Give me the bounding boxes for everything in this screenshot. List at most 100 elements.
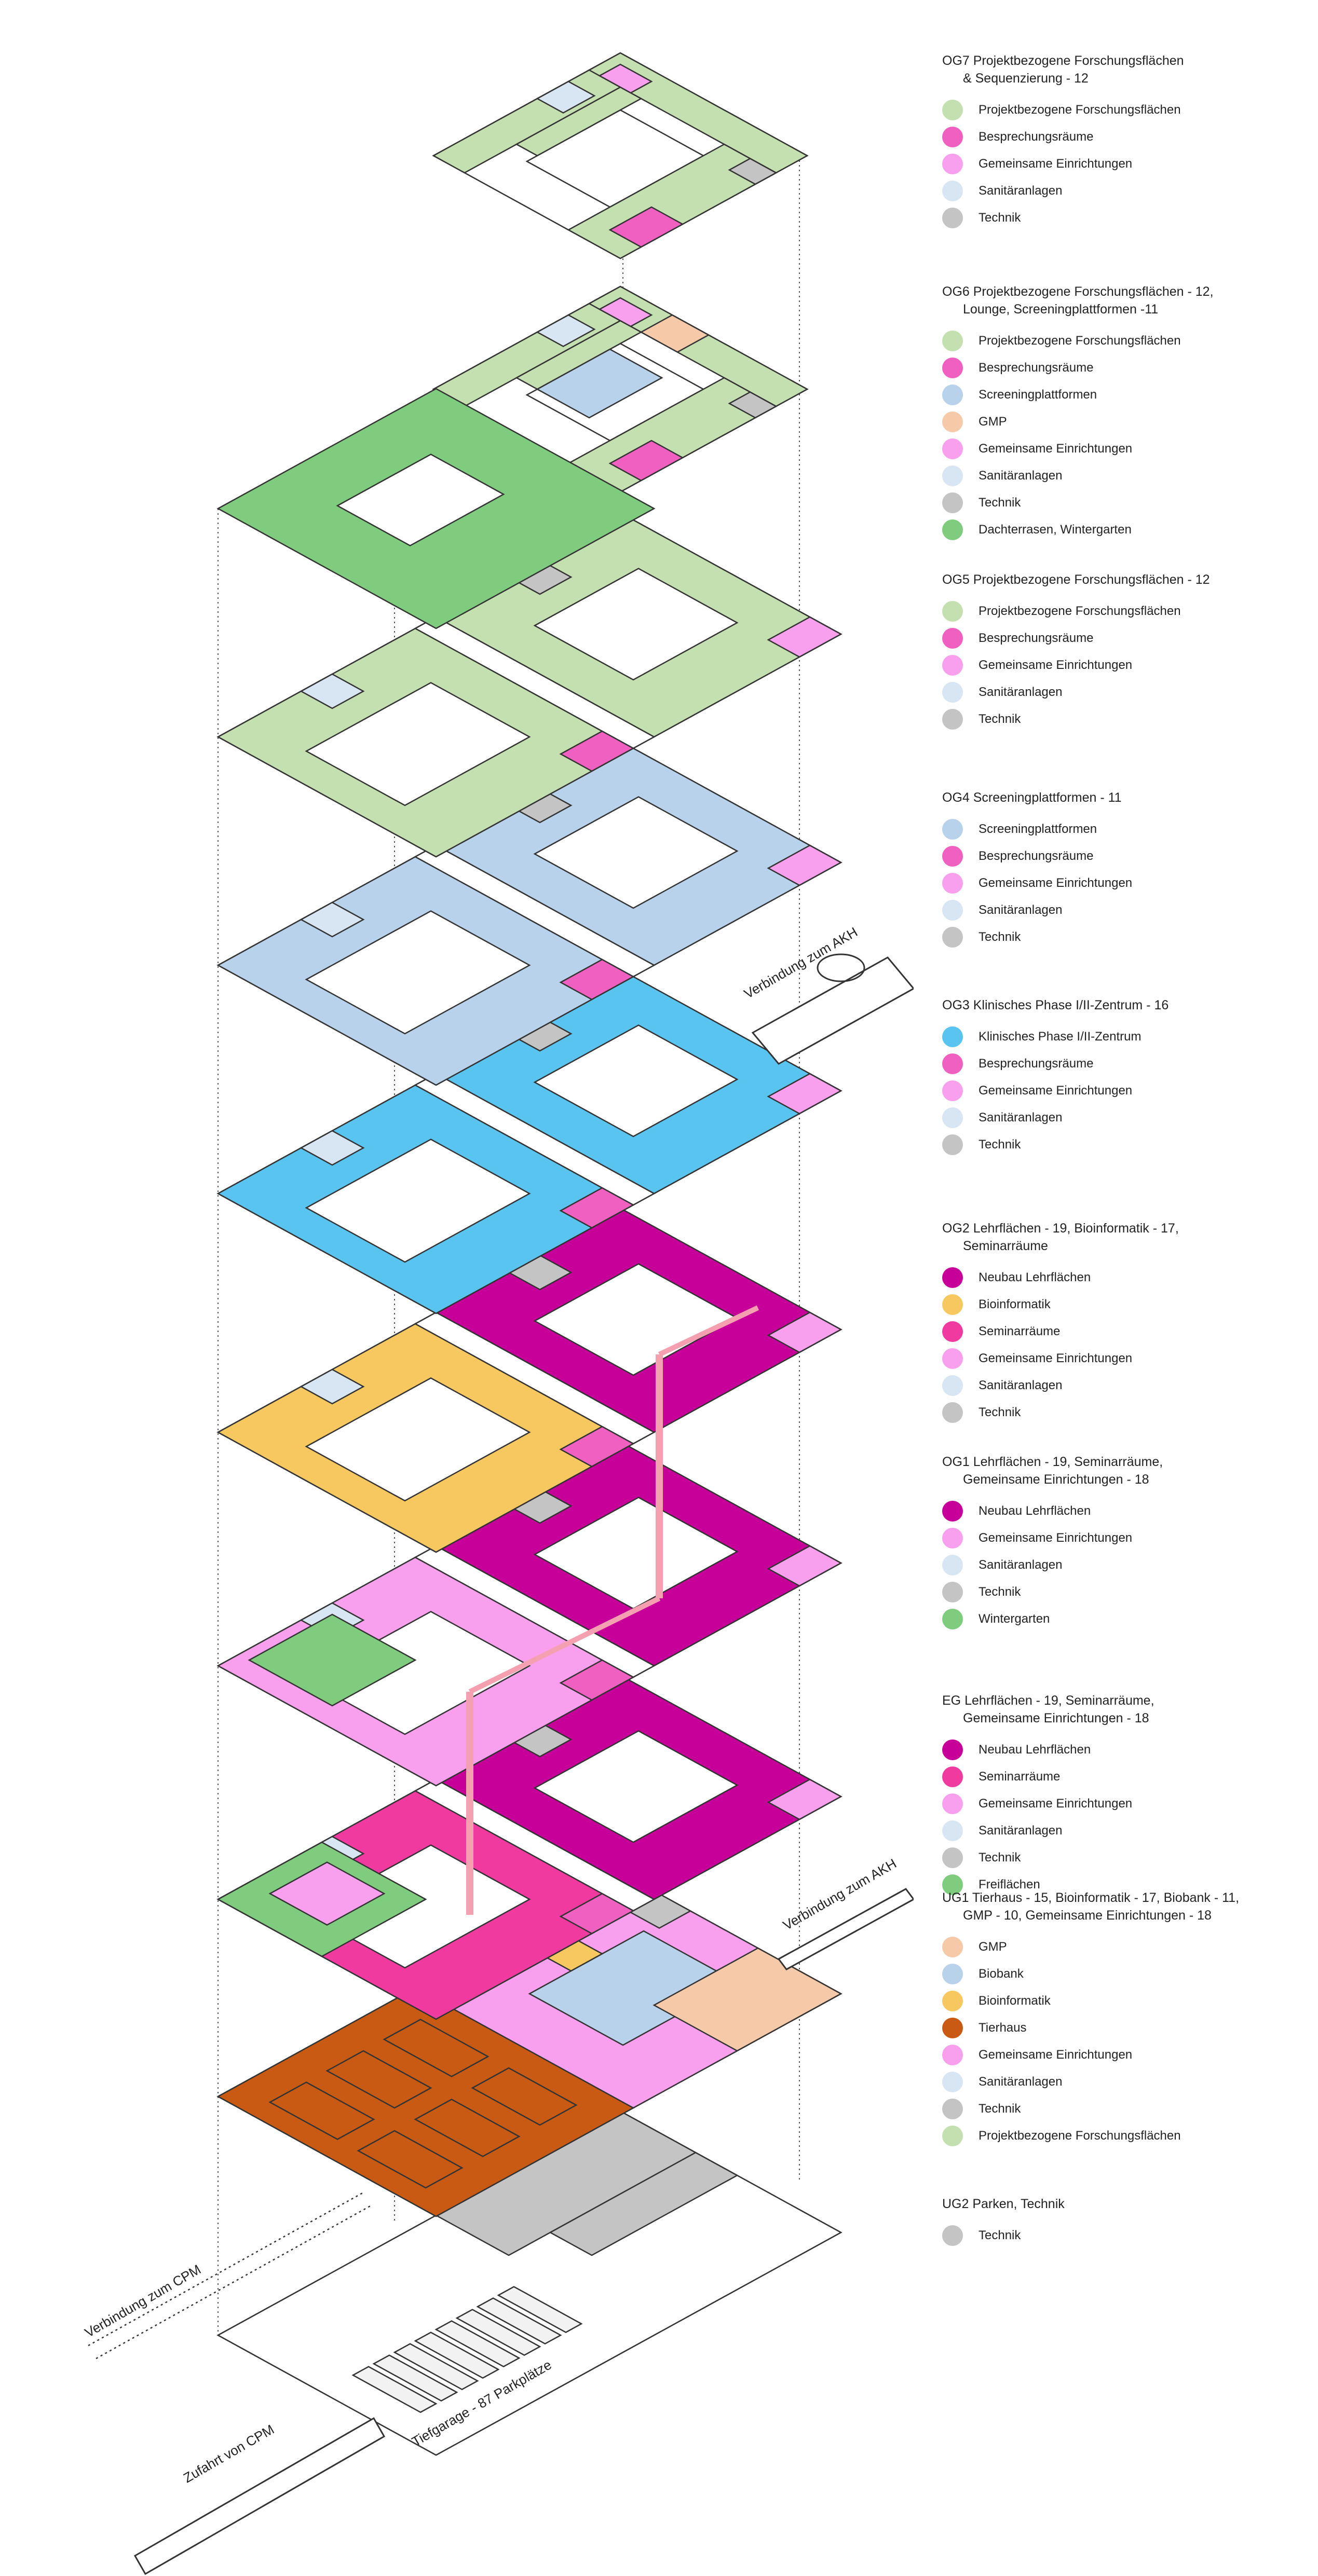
legend-item: Besprechungsräume bbox=[942, 1050, 1306, 1077]
legend-label: Besprechungsräume bbox=[979, 849, 1094, 863]
roof-opening bbox=[336, 454, 505, 546]
zone-technik bbox=[728, 391, 778, 419]
legend-label: GMP bbox=[979, 415, 1007, 429]
legend-swatch bbox=[942, 1080, 963, 1101]
floor-og2 bbox=[216, 1209, 843, 1553]
zone-screening bbox=[536, 348, 663, 419]
legend-item: Besprechungsräume bbox=[942, 124, 1306, 150]
legend-label: Gemeinsame Einrichtungen bbox=[979, 876, 1133, 890]
legend-swatch bbox=[942, 873, 963, 894]
legend-swatch bbox=[942, 1134, 963, 1155]
courtyard-left bbox=[305, 1611, 531, 1735]
legend-swatch bbox=[942, 412, 963, 432]
legend-label: Sanitäranlagen bbox=[979, 469, 1063, 483]
legend-block-4: OG3 Klinisches Phase I/II-Zentrum - 16 Kl… bbox=[942, 996, 1306, 1158]
courtyard-right bbox=[533, 796, 739, 909]
legend-swatch bbox=[942, 385, 963, 405]
legend-label: Sanitäranlagen bbox=[979, 1824, 1063, 1838]
corridor bbox=[414, 1311, 656, 1445]
legend-floor-title-line2: GMP - 10, Gemeinsame Einrichtungen - 18 bbox=[963, 1908, 1212, 1923]
vertical-circulation-bar-4 bbox=[658, 1305, 759, 1357]
legend-swatch bbox=[942, 2225, 963, 2246]
legend-block-1: OG6 Projektbezogene Forschungsflächen - … bbox=[942, 283, 1306, 543]
legend-label: Wintergarten bbox=[979, 1612, 1050, 1626]
legend-label: Projektbezogene Forschungsflächen bbox=[979, 2129, 1181, 2143]
legend-item: Sanitäranlagen bbox=[942, 462, 1306, 489]
legend-label: Sanitäranlagen bbox=[979, 1111, 1063, 1125]
zone-wintergarten bbox=[248, 1613, 417, 1707]
legend-floor-title: OG2 Lehrflächen - 19, Bioinformatik - 17… bbox=[942, 1220, 1306, 1255]
courtyard-left bbox=[305, 910, 531, 1035]
parking-stall bbox=[351, 2366, 438, 2413]
zufahrt-label: Zufahrt von CPM bbox=[181, 2421, 277, 2486]
legend-label: Technik bbox=[979, 2102, 1021, 2116]
legend-label: Neubau Lehrflächen bbox=[979, 1504, 1091, 1518]
legend-floor-title: OG5 Projektbezogene Forschungsflächen - … bbox=[942, 571, 1306, 588]
legend-floor-title: OG4 Screeningplattformen - 11 bbox=[942, 789, 1306, 806]
legend-swatch bbox=[942, 1501, 963, 1522]
legend-swatch bbox=[942, 1107, 963, 1128]
legend-item: Gemeinsame Einrichtungen bbox=[942, 435, 1306, 462]
legend-label: Neubau Lehrflächen bbox=[979, 1270, 1091, 1284]
legend-swatch bbox=[942, 2099, 963, 2119]
legend-item: Besprechungsräume bbox=[942, 354, 1306, 381]
legend-label: Freiflächen bbox=[979, 1878, 1040, 1892]
legend-swatch bbox=[942, 1847, 963, 1868]
zone-sanitary bbox=[300, 1130, 365, 1166]
legend-floor-title-line1: OG3 Klinisches Phase I/II-Zentrum - 16 bbox=[942, 998, 1169, 1012]
legend-item: GMP bbox=[942, 408, 1306, 435]
legend-swatch bbox=[942, 1294, 963, 1315]
legend-item: Seminarräume bbox=[942, 1763, 1306, 1790]
legend-swatch bbox=[942, 2045, 963, 2065]
legend-item: Bioinformatik bbox=[942, 1291, 1306, 1318]
legend-swatch bbox=[942, 1555, 963, 1575]
legend-swatch bbox=[942, 331, 963, 351]
legend-item: Technik bbox=[942, 1131, 1306, 1158]
legend-swatch bbox=[942, 1991, 963, 2011]
legend-swatch bbox=[942, 100, 963, 120]
akh-lower-label: Verbindung zum AKH bbox=[780, 1856, 899, 1934]
legend-label: Technik bbox=[979, 1851, 1021, 1865]
legend-swatch bbox=[942, 1937, 963, 1957]
courtyard-left bbox=[305, 1377, 531, 1502]
parking-stall bbox=[497, 2286, 583, 2333]
legend-floor-title-line1: OG6 Projektbezogene Forschungsflächen - … bbox=[942, 284, 1214, 299]
zone-meeting bbox=[559, 1659, 635, 1701]
legend-swatch bbox=[942, 358, 963, 378]
access-ramp bbox=[133, 2417, 386, 2575]
legend-label: Gemeinsame Einrichtungen bbox=[979, 1531, 1133, 1545]
legend-label: Klinisches Phase I/II-Zentrum bbox=[979, 1030, 1142, 1044]
zone-sanitary bbox=[300, 1368, 365, 1405]
legend-swatch bbox=[942, 1874, 963, 1895]
legend-swatch bbox=[942, 682, 963, 703]
legend-label: Screeningplattformen bbox=[979, 388, 1097, 402]
legend-swatch bbox=[942, 439, 963, 459]
zone-meeting bbox=[559, 1893, 635, 1935]
legend-swatch bbox=[942, 1375, 963, 1396]
legend-label: Technik bbox=[979, 712, 1021, 726]
legend-label: GMP bbox=[979, 1940, 1007, 1954]
legend-label: Neubau Lehrflächen bbox=[979, 1743, 1091, 1757]
zone-common bbox=[598, 63, 653, 94]
cpm-connection-line-1 bbox=[88, 2191, 364, 2347]
floor-plates bbox=[216, 52, 843, 2456]
legend-label: Gemeinsame Einrichtungen bbox=[979, 1084, 1133, 1098]
floor-og7 bbox=[432, 52, 809, 259]
legend-item: Technik bbox=[942, 2095, 1306, 2122]
legend-label: Seminarräume bbox=[979, 1770, 1061, 1784]
legend-item: Neubau Lehrflächen bbox=[942, 1498, 1306, 1525]
legend-swatch bbox=[942, 519, 963, 540]
zone-technik bbox=[549, 2152, 739, 2256]
legend-floor-title: OG1 Lehrflächen - 19, Seminarräume,Gemei… bbox=[942, 1453, 1306, 1488]
legend-label: Technik bbox=[979, 1405, 1021, 1419]
courtyard-right bbox=[533, 1497, 739, 1610]
legend-swatch bbox=[942, 601, 963, 622]
legend-swatch bbox=[942, 927, 963, 948]
legend-item: Sanitäranlagen bbox=[942, 1104, 1306, 1131]
tierhaus-room bbox=[414, 2099, 521, 2157]
legend-label: Sanitäranlagen bbox=[979, 1558, 1063, 1572]
zone-sanitary bbox=[300, 901, 365, 938]
legend-swatch bbox=[942, 492, 963, 513]
legend-swatch bbox=[942, 465, 963, 486]
